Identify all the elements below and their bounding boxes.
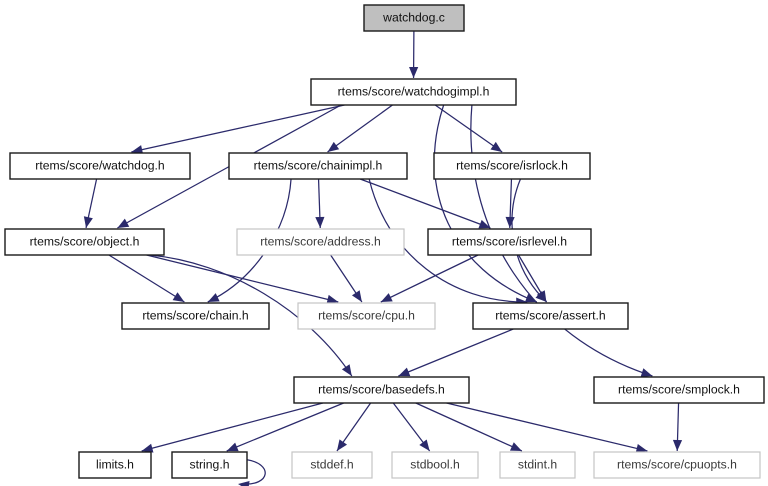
edge-watchdog_h-to-object_h <box>83 178 98 229</box>
edge-basedefs_h-to-cpuopts_h <box>446 402 648 453</box>
edge-arrowhead <box>207 293 220 302</box>
graph-node-smplock-h[interactable]: rtems/score/smplock.h <box>593 376 765 404</box>
node-box <box>171 451 248 479</box>
edge-object_h-to-basedefs_h <box>149 254 353 377</box>
edge-basedefs_h-to-limits_h <box>141 402 324 453</box>
edge-arrowhead <box>351 290 362 302</box>
node-box <box>78 451 152 479</box>
edge-basedefs_h-to-string_h <box>226 402 344 452</box>
edge-assert_h-to-basedefs_h <box>398 328 514 377</box>
node-box <box>310 78 517 106</box>
graph-node-stdint-h: stdint.h <box>499 451 576 479</box>
graph-node-address-h: rtems/score/address.h <box>236 228 405 256</box>
edge-arrowhead <box>83 216 93 228</box>
graph-node-stddef-h: stddef.h <box>291 451 373 479</box>
edge-chainimpl_h-to-address_h <box>315 178 325 229</box>
node-box <box>433 152 591 180</box>
edge-arrowhead <box>326 294 339 304</box>
graph-node-isrlock-h[interactable]: rtems/score/isrlock.h <box>433 152 591 180</box>
edge-watchdogimpl_h-to-assert_h <box>433 104 538 303</box>
graph-node-limits-h[interactable]: limits.h <box>78 451 152 479</box>
graph-node-assert-h[interactable]: rtems/score/assert.h <box>472 302 629 330</box>
node-box <box>427 228 592 256</box>
graph-node-string-h[interactable]: string.h <box>171 451 248 479</box>
node-box <box>4 228 165 256</box>
edge-arrowhead <box>380 293 393 302</box>
node-box <box>293 376 470 404</box>
edge-arrowhead <box>509 442 522 451</box>
edge-object_h-to-chain_h <box>108 254 185 303</box>
edge-watchdog_c-to-watchdogimpl_h <box>409 30 419 79</box>
edge-arrowhead <box>336 439 348 451</box>
node-box <box>291 451 373 479</box>
edge-arrowhead <box>536 290 547 302</box>
edge-smplock_h-to-cpuopts_h <box>672 402 683 452</box>
edge-basedefs_h-to-stdint_h <box>415 402 523 452</box>
node-box <box>472 302 629 330</box>
edge-arrowhead <box>398 367 411 377</box>
node-box <box>121 302 270 330</box>
graph-node-basedefs-h[interactable]: rtems/score/basedefs.h <box>293 376 470 404</box>
edge-watchdogimpl_h-to-watchdog_h <box>131 104 345 155</box>
graph-node-watchdog-c[interactable]: watchdog.c <box>363 4 465 32</box>
node-box <box>363 4 465 32</box>
edge-arrowhead <box>490 141 503 152</box>
edge-arrowhead <box>238 481 250 486</box>
edge-arrowhead <box>131 145 144 155</box>
edge-watchdogimpl_h-to-isrlock_h <box>434 104 503 153</box>
node-box <box>593 376 765 404</box>
edge-basedefs_h-to-stdbool_h <box>392 402 431 452</box>
node-box <box>228 152 408 180</box>
graph-node-cpu-h: rtems/score/cpu.h <box>297 302 436 330</box>
graph-node-chain-h[interactable]: rtems/score/chain.h <box>121 302 270 330</box>
edge-arrowhead <box>141 443 154 453</box>
graph-node-watchdogimpl-h[interactable]: rtems/score/watchdogimpl.h <box>310 78 517 106</box>
edge-arrowhead <box>635 443 648 453</box>
edge-arrowhead <box>341 364 352 376</box>
graph-node-isrlevel-h[interactable]: rtems/score/isrlevel.h <box>427 228 592 256</box>
edge-arrowhead <box>172 292 185 302</box>
node-box <box>391 451 479 479</box>
edge-arrowhead <box>327 141 340 152</box>
graph-node-cpuopts-h: rtems/score/cpuopts.h <box>593 451 761 479</box>
edge-basedefs_h-to-stddef_h <box>336 402 372 452</box>
edge-isrlevel_h-to-assert_h <box>517 254 547 303</box>
edge-arrowhead <box>640 368 653 378</box>
graph-node-watchdog-h[interactable]: rtems/score/watchdog.h <box>9 152 191 180</box>
graph-node-object-h[interactable]: rtems/score/object.h <box>4 228 165 256</box>
edge-string_h-to-string_h <box>238 459 266 486</box>
edge-address_h-to-cpu_h <box>330 254 363 303</box>
node-layer: watchdog.c rtems/score/watchdogimpl.h rtem… <box>4 4 765 479</box>
node-box <box>9 152 191 180</box>
edge-watchdogimpl_h-to-chainimpl_h <box>327 104 393 153</box>
edge-arrowhead <box>419 439 430 451</box>
edge-arrowhead <box>226 442 239 452</box>
edge-object_h-to-cpu_h <box>146 254 339 304</box>
edge-chainimpl_h-to-isrlevel_h <box>359 178 491 229</box>
edge-arrowhead <box>117 218 130 228</box>
edge-arrowhead <box>315 216 325 228</box>
node-box <box>499 451 576 479</box>
graph-node-stdbool-h: stdbool.h <box>391 451 479 479</box>
node-box <box>297 302 436 330</box>
edge-arrowhead <box>409 66 419 78</box>
edge-arrowhead <box>672 439 683 451</box>
edge-isrlevel_h-to-cpu_h <box>380 254 479 303</box>
node-box <box>236 228 405 256</box>
node-box <box>593 451 761 479</box>
graph-node-chainimpl-h[interactable]: rtems/score/chainimpl.h <box>228 152 408 180</box>
edge-arrowhead <box>505 216 515 228</box>
edge-arrowhead <box>478 219 491 229</box>
